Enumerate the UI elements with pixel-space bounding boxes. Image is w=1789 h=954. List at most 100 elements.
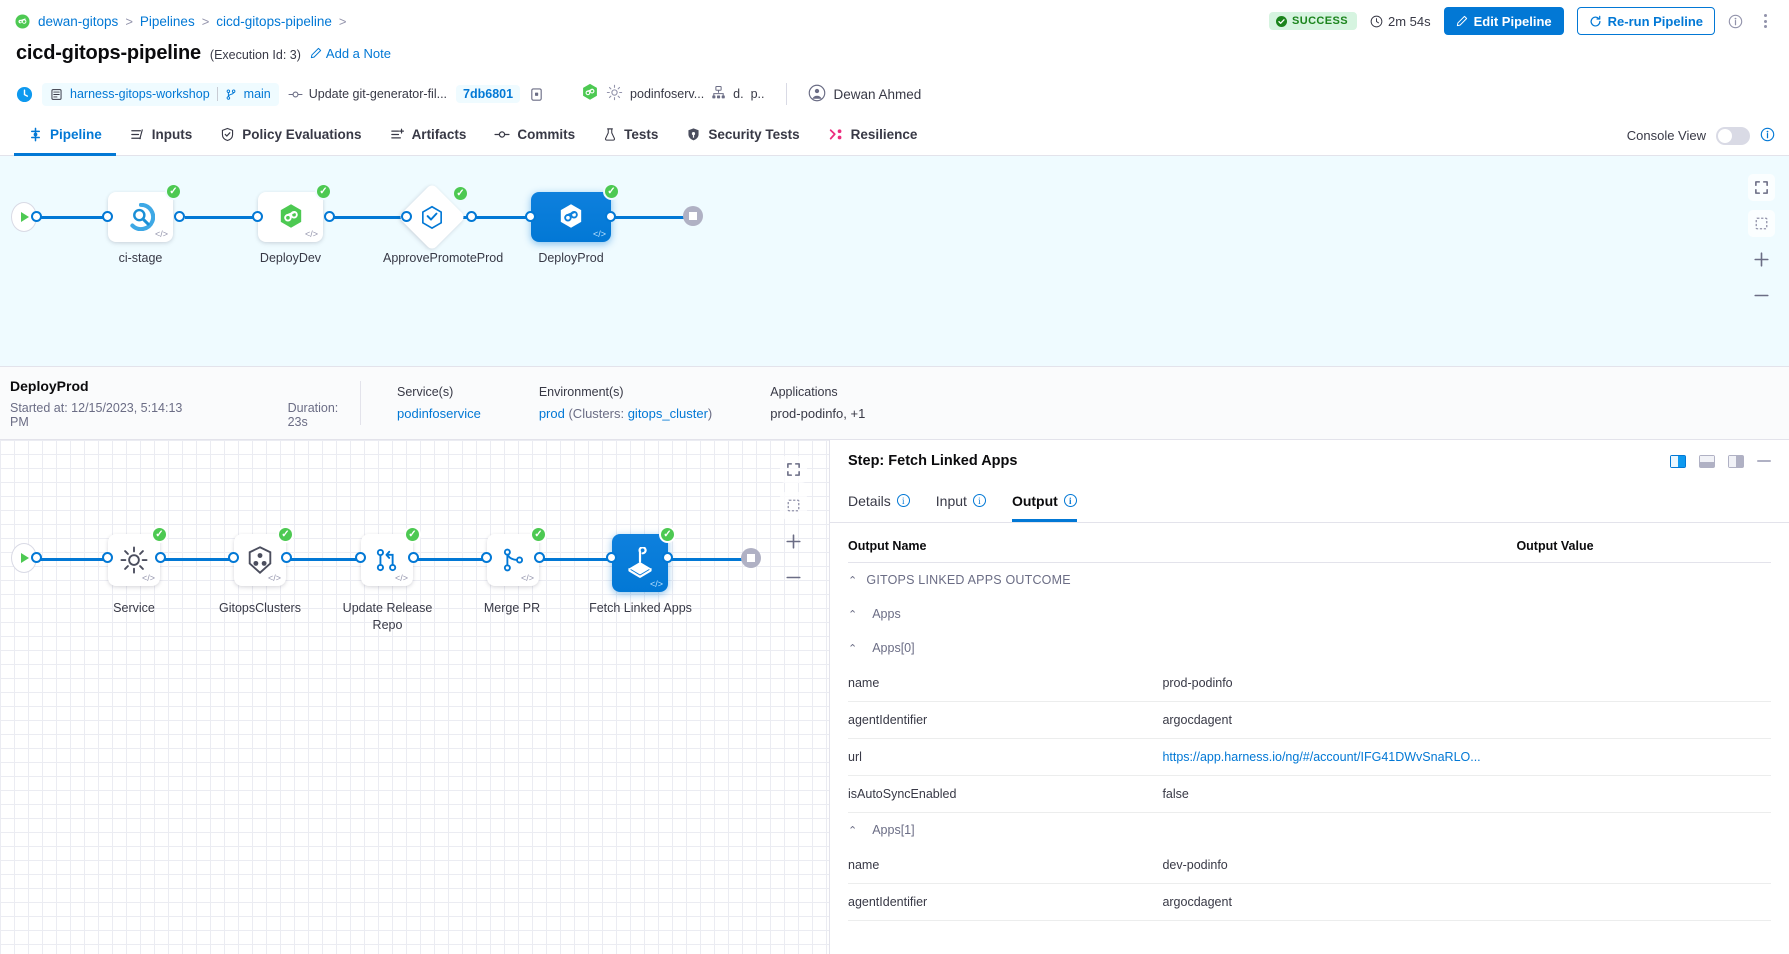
row-value xyxy=(1162,597,1771,631)
table-row-group[interactable]: ⌃Apps xyxy=(848,597,1771,631)
more-options-button[interactable] xyxy=(1756,10,1775,32)
stage-node-approvepromoteprod[interactable]: ✓ xyxy=(398,183,469,251)
fit-screen-icon[interactable] xyxy=(1748,174,1775,201)
breadcrumb-item-pipeline[interactable]: cicd-gitops-pipeline xyxy=(216,13,332,29)
output-table-container[interactable]: Output Name Output Value ⌃GITOPS LINKED … xyxy=(830,523,1789,954)
summary-applications: Applications prod-podinfo, +1 xyxy=(770,385,865,421)
tab-resilience[interactable]: Resilience xyxy=(814,116,932,156)
bottom-view-icon[interactable] xyxy=(1699,454,1715,468)
gitops-service-icon xyxy=(581,83,599,105)
stage-node-ci-stage[interactable]: </> ✓ xyxy=(108,183,182,242)
panel-header: Step: Fetch Linked Apps xyxy=(830,440,1789,482)
table-row-group[interactable]: ⌃Apps[1] xyxy=(848,813,1771,848)
row-value: false xyxy=(1162,775,1771,813)
port xyxy=(281,552,292,563)
info-icon[interactable]: i xyxy=(1063,494,1077,507)
table-row: agentIdentifier argocdagent xyxy=(848,701,1771,739)
zoom-out-icon[interactable] xyxy=(1748,282,1775,309)
split-right-view-icon[interactable] xyxy=(1670,454,1686,468)
applications-overflow-count[interactable]: +1 xyxy=(850,406,866,421)
table-row-group[interactable]: ⌃Apps[0] xyxy=(848,631,1771,665)
zoom-out-icon[interactable] xyxy=(780,564,807,591)
branch-link[interactable]: main xyxy=(243,87,271,101)
port xyxy=(401,211,412,222)
argo-gitops-icon xyxy=(14,13,31,30)
step-node-merge-pr[interactable]: </> ✓ xyxy=(487,526,547,586)
stage-node-deploydev[interactable]: </> ✓ xyxy=(258,183,332,242)
step-node-service[interactable]: </> ✓ xyxy=(108,526,168,586)
rerun-info-icon[interactable] xyxy=(1728,14,1743,29)
status-success-icon: ✓ xyxy=(603,183,620,200)
select-area-icon[interactable] xyxy=(1748,210,1775,237)
table-row-group[interactable]: ⌃GITOPS LINKED APPS OUTCOME xyxy=(848,563,1771,598)
pencil-icon xyxy=(310,47,322,59)
connector xyxy=(415,558,498,561)
ci-build-icon xyxy=(129,203,155,231)
chevron-up-icon[interactable]: ⌃ xyxy=(848,575,858,587)
stage-graph[interactable]: </> ✓ ci-stage </> ✓ DeployDev ✓ Approve… xyxy=(0,156,1789,366)
commit-sha[interactable]: 7db6801 xyxy=(456,85,521,103)
zoom-in-icon[interactable] xyxy=(1748,246,1775,273)
tab-pipeline[interactable]: Pipeline xyxy=(14,116,116,156)
chevron-up-icon[interactable]: ⌃ xyxy=(848,609,858,621)
tab-tests[interactable]: Tests xyxy=(589,116,672,156)
stage-detail-split: </> ✓ Service </> ✓ GitopsClusters xyxy=(0,440,1789,954)
repo-link[interactable]: harness-gitops-workshop xyxy=(70,87,210,101)
step-graph[interactable]: </> ✓ Service </> ✓ GitopsClusters xyxy=(0,440,829,954)
clock-icon xyxy=(1370,15,1383,27)
tab-label: Inputs xyxy=(151,126,193,142)
right-view-icon[interactable] xyxy=(1728,454,1744,468)
output-url-link[interactable]: https://app.harness.io/ng/#/account/IFG4… xyxy=(1162,750,1481,764)
divider xyxy=(216,87,218,101)
gitops-icon xyxy=(560,204,582,228)
row-value: prod-podinfo xyxy=(1162,665,1771,702)
add-note-button[interactable]: Add a Note xyxy=(310,46,391,61)
rerun-pipeline-label: Re-run Pipeline xyxy=(1607,13,1703,29)
stage-name: DeployProd xyxy=(10,377,89,394)
chevron-up-icon[interactable]: ⌃ xyxy=(848,825,858,837)
execution-duration: 2m 54s xyxy=(1370,14,1431,29)
tab-policy-evaluations[interactable]: Policy Evaluations xyxy=(206,116,375,156)
console-view-info-icon[interactable] xyxy=(1760,127,1775,145)
connector xyxy=(35,216,125,219)
zoom-in-icon[interactable] xyxy=(780,528,807,555)
avatar xyxy=(808,84,826,105)
tab-inputs[interactable]: Inputs xyxy=(116,116,207,156)
stage-node-deployprod[interactable]: </> ✓ xyxy=(531,183,620,242)
info-icon[interactable]: i xyxy=(896,494,910,507)
breadcrumb-item-org[interactable]: dewan-gitops xyxy=(38,13,119,29)
inputs-icon xyxy=(130,128,143,139)
tab-details[interactable]: Details i xyxy=(848,482,910,522)
step-node-update-release-repo[interactable]: </> ✓ xyxy=(361,526,421,586)
panel-view-controls xyxy=(1670,454,1771,468)
fit-screen-icon[interactable] xyxy=(780,456,807,483)
connector xyxy=(288,558,372,561)
cluster-link[interactable]: gitops_cluster xyxy=(627,406,708,421)
gear-icon xyxy=(120,546,148,574)
select-area-icon[interactable] xyxy=(780,492,807,519)
tab-label: Policy Evaluations xyxy=(242,126,362,142)
rerun-pipeline-button[interactable]: Re-run Pipeline xyxy=(1576,7,1715,35)
tab-input[interactable]: Input i xyxy=(936,482,986,522)
breadcrumb-item-pipelines[interactable]: Pipelines xyxy=(139,13,195,29)
environment-link[interactable]: prod xyxy=(538,406,565,421)
port xyxy=(662,552,673,563)
step-node-fetch-linked-apps[interactable]: </> ✓ xyxy=(612,526,676,592)
console-view-toggle[interactable] xyxy=(1716,126,1750,145)
info-icon[interactable]: i xyxy=(972,494,986,507)
edit-pipeline-button[interactable]: Edit Pipeline xyxy=(1443,7,1564,35)
chevron-up-icon[interactable]: ⌃ xyxy=(848,643,858,655)
stage-summary: DeployProd Started at: 12/15/2023, 5:14:… xyxy=(0,366,1789,440)
column-value: podinfoservice xyxy=(397,406,481,421)
copy-icon[interactable] xyxy=(529,87,544,102)
tab-output[interactable]: Output i xyxy=(1011,482,1077,522)
tab-commits[interactable]: Commits xyxy=(480,116,589,156)
status-success-icon: ✓ xyxy=(659,526,676,543)
step-node-gitopsclusters[interactable]: </> ✓ xyxy=(234,526,294,586)
table-header-row: Output Name Output Value xyxy=(848,535,1771,563)
tab-security-tests[interactable]: Security Tests xyxy=(672,116,813,156)
tab-artifacts[interactable]: Artifacts xyxy=(376,116,481,156)
service-link[interactable]: podinfoservice xyxy=(397,406,481,421)
minimize-icon[interactable] xyxy=(1757,459,1771,463)
port xyxy=(355,552,366,563)
